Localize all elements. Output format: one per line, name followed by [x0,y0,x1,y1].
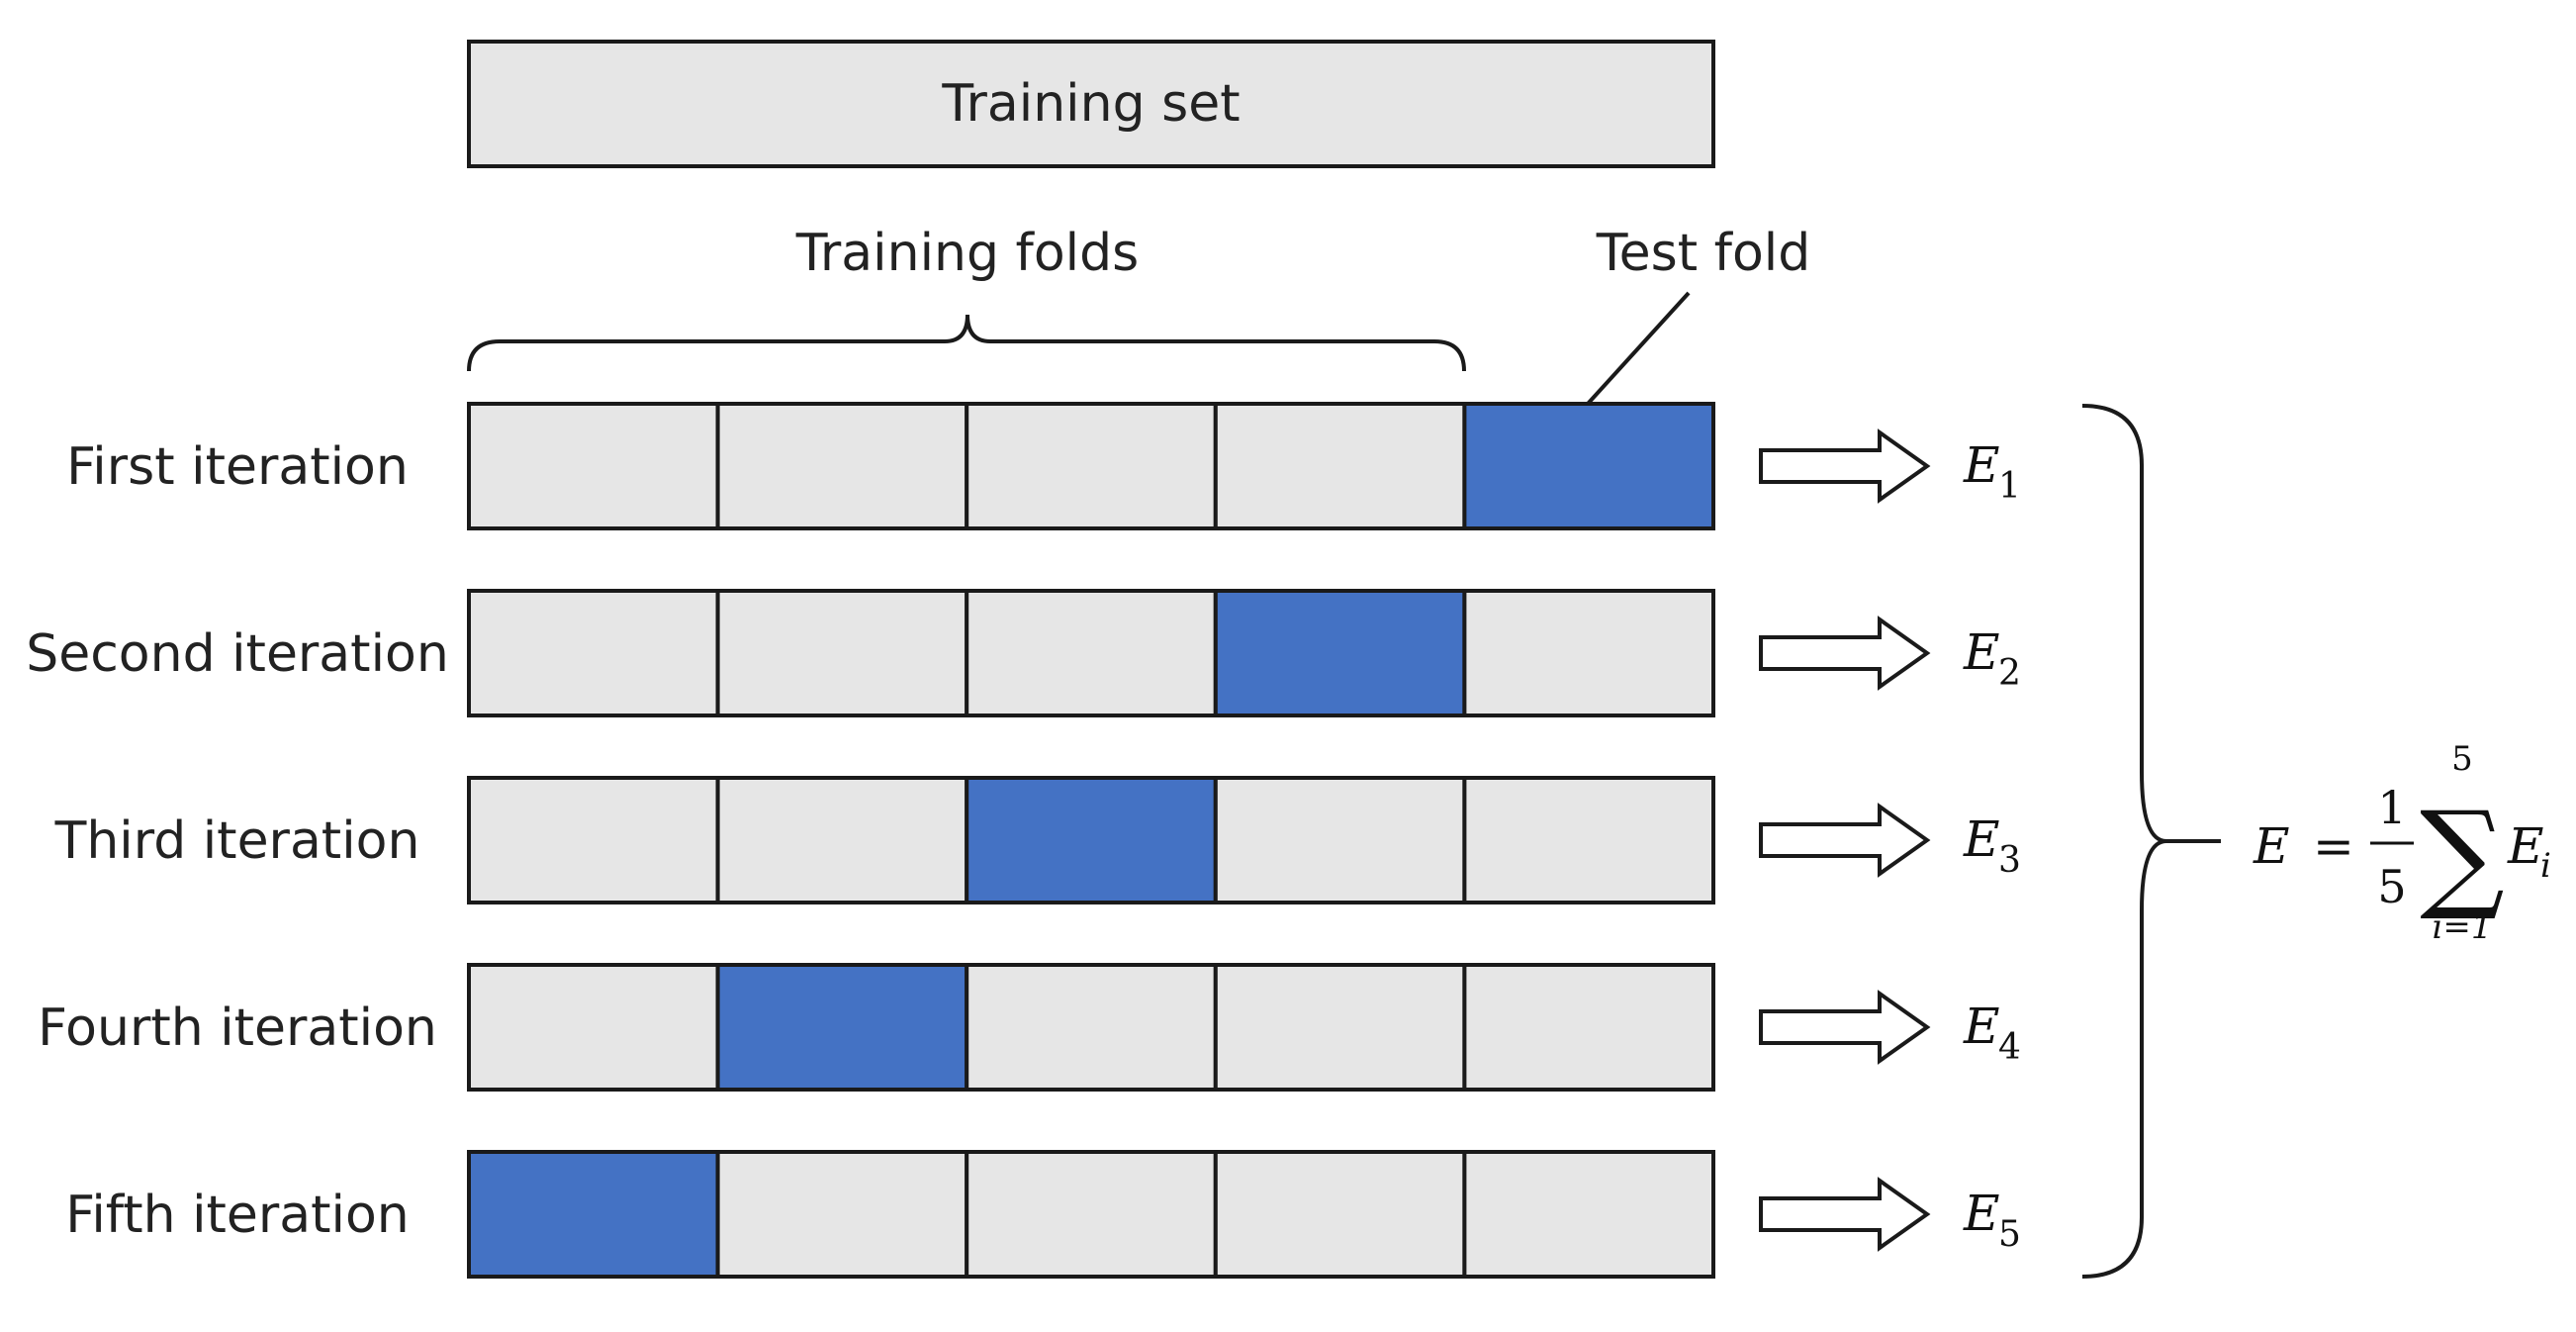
training-fold [965,1150,1218,1279]
training-fold [1213,963,1467,1092]
iteration-row: First iteration E1 [66,402,2021,530]
formula-lhs: E [2253,817,2290,875]
training-fold [1462,963,1716,1092]
test-fold [715,963,969,1092]
iteration-row: Third iteration E3 [54,776,2021,904]
formula-denominator: 5 [2377,860,2406,913]
error-symbol: E [1963,810,2000,868]
training-set-label: Training set [941,74,1240,134]
training-fold [1462,1150,1716,1279]
iteration-label: Second iteration [26,624,449,684]
test-fold [467,1150,720,1279]
error-symbol: E [1963,436,2000,494]
iteration-row: Second iteration E2 [26,589,2021,717]
training-fold [467,589,720,717]
iteration-row: Fifth iteration E5 [65,1150,2021,1279]
formula-lower-limit: i=1 [2433,907,2493,947]
right-arrow-icon [1759,803,1931,878]
summary-brace [2081,404,2167,1279]
test-fold-pointer [1586,291,1691,406]
training-fold [965,963,1218,1092]
training-fold [1213,776,1467,904]
iteration-label: First iteration [66,437,409,497]
error-subscript: 5 [1998,1214,2021,1255]
iteration-label: Fifth iteration [65,1186,410,1245]
error-subscript: 1 [1998,466,2021,507]
training-fold [1462,589,1716,717]
right-arrow-icon [1759,616,1931,691]
training-set-box [467,40,1715,168]
formula-upper-limit: 5 [2451,739,2473,779]
error-symbol: E [1963,998,2000,1055]
error-subscript: 3 [1998,840,2021,881]
iteration-row: Fourth iteration E4 [38,963,2021,1092]
formula-sum-symbol: ∑ [2420,787,2505,924]
training-fold [467,776,720,904]
iteration-label: Third iteration [54,811,420,871]
right-arrow-icon [1759,1177,1931,1252]
error-subscript: 2 [1998,653,2021,694]
error-symbol: E [1963,1185,2000,1242]
training-fold [715,776,969,904]
right-arrow-icon [1759,990,1931,1065]
training-folds-brace [467,314,1466,372]
training-fold [965,589,1218,717]
test-fold [1462,402,1716,530]
training-fold [1213,1150,1467,1279]
error-subscript: 4 [1998,1027,2021,1068]
error-symbol: E [1963,623,2000,681]
test-fold-label: Test fold [1596,224,1811,283]
training-folds-label: Training folds [795,224,1139,283]
formula-term-sub: i [2540,846,2551,886]
training-fold [467,402,720,530]
right-arrow-icon [1759,428,1931,504]
test-fold [965,776,1218,904]
training-set-bar: Training set [467,40,1715,168]
iteration-label: Fourth iteration [38,999,437,1058]
formula-term: E [2507,817,2544,875]
training-fold [965,402,1218,530]
training-fold [1462,776,1716,904]
formula-numerator: 1 [2377,781,2406,834]
training-fold [715,589,969,717]
average-error-formula: E = 1 5 5 ∑ i=1 E i [2253,739,2551,947]
formula-equals: = [2313,817,2354,875]
training-fold [467,963,720,1092]
test-fold [1213,589,1467,717]
training-fold [1213,402,1467,530]
training-fold [715,402,969,530]
training-fold [715,1150,969,1279]
